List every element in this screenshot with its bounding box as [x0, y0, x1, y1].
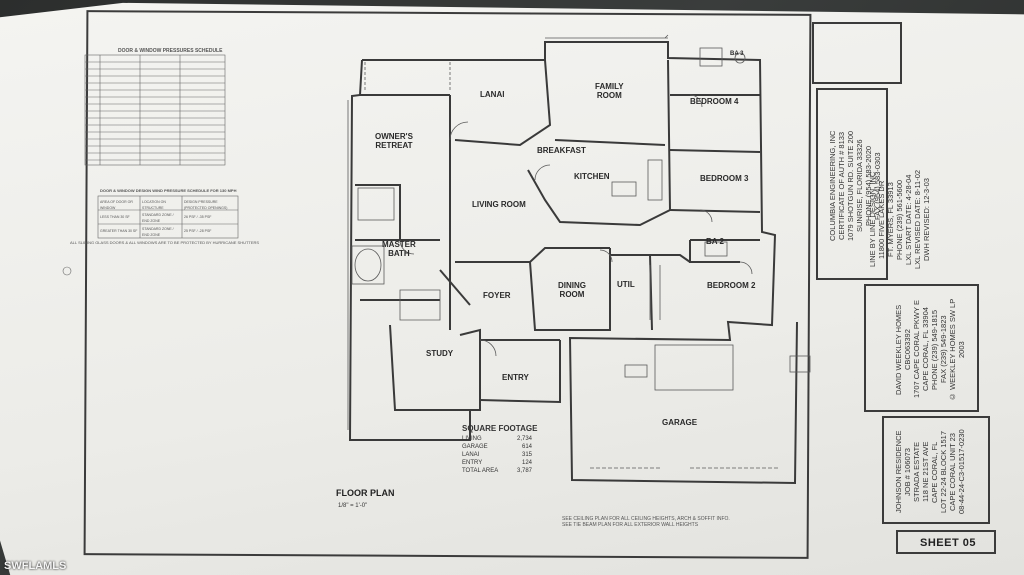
design-cell-2-2: 25 PSF / -28 PSF [184, 229, 212, 233]
sqft-label: LANAI [462, 452, 480, 458]
sqft-value: 614 [521, 444, 532, 450]
sqft-row: TOTAL AREA 3,787 [462, 467, 532, 475]
hurricane-shutter-note: ALL SLIDING GLASS DOORS & ALL WINDOWS AR… [70, 240, 260, 245]
designer-box: LINE BY LINE DESIGN, INC 11800 FIVE LAKE… [868, 162, 931, 282]
room-master-bath: MASTER BATH [382, 240, 416, 258]
engineer-box: COLUMBIA ENGINEERING, INC CERTIFICATE OF… [816, 88, 888, 280]
room-family: FAMILY ROOM [595, 82, 624, 100]
title-block: COLUMBIA ENGINEERING, INC CERTIFICATE OF… [812, 22, 997, 557]
design-cell-1-2: 26 PSF / -35 PSF [184, 215, 212, 219]
client-box: JOHNSON RESIDENCE JOB # 106073 STRADA ES… [882, 416, 990, 524]
design-cell-2-0: GREATER THAN 30 SF [100, 229, 138, 233]
sqft-label: GARAGE [462, 444, 488, 450]
builder-box: DAVID WEEKLEY HOMES CBC063392 1707 CAPE … [864, 284, 979, 412]
square-footage-table: SQUARE FOOTAGE LIVING 2,734 GARAGE 614 LAN… [462, 424, 537, 475]
room-breakfast: BREAKFAST [537, 146, 586, 155]
room-bedroom-3: BEDROOM 3 [700, 174, 749, 183]
sqft-value: 3,787 [516, 468, 532, 474]
sqft-row: ENTRY 124 [462, 459, 532, 467]
room-entry: ENTRY [502, 373, 529, 382]
client-info: JOHNSON RESIDENCE JOB # 106073 STRADA ES… [894, 429, 966, 515]
designer-info: LINE BY LINE DESIGN, INC 11800 FIVE LAKE… [868, 169, 931, 270]
sheet-box: SHEET 05 [896, 530, 996, 554]
ceiling-note: SEE CEILING PLAN FOR ALL CEILING HEIGHTS… [562, 516, 730, 528]
sqft-row: GARAGE 614 [462, 443, 532, 451]
plan-scale: 1/8" = 1'-0" [338, 503, 368, 509]
room-lanai: LANAI [480, 90, 505, 99]
room-study: STUDY [426, 349, 454, 358]
logo-box [812, 22, 902, 84]
room-bedroom-4: BEDROOM 4 [690, 97, 739, 106]
room-kitchen: KITCHEN [574, 172, 610, 181]
design-cell-1-1: STANDARD ZONE / END ZONE [142, 213, 174, 223]
design-cell-1-0: LESS THAN 30 SF [100, 215, 130, 219]
room-ba-2: BA 2 [706, 237, 724, 246]
design-cell-0-0: AREA OF DOOR OR WINDOW [100, 200, 133, 210]
builder-info: DAVID WEEKLEY HOMES CBC063392 1707 CAPE … [894, 298, 966, 401]
sqft-row: LIVING 2,734 [462, 435, 532, 443]
design-cell-0-1: LOCATION ON STRUCTURE [142, 200, 166, 210]
design-schedule-title: DOOR & WINDOW DESIGN WIND PRESSURE SCHED… [100, 188, 237, 193]
sqft-label: LIVING [462, 436, 482, 442]
room-bedroom-2: BEDROOM 2 [707, 281, 756, 290]
schedule-title: DOOR & WINDOW PRESSURES SCHEDULE [118, 48, 223, 54]
sqft-label: ENTRY [462, 460, 483, 466]
sqft-label: TOTAL AREA [462, 468, 499, 474]
sqft-value: 315 [521, 452, 532, 458]
room-owners-retreat: OWNER'S RETREAT [375, 132, 413, 150]
sqft-value: 124 [521, 460, 532, 466]
room-garage: GARAGE [662, 418, 698, 427]
room-dining: DINING ROOM [558, 281, 586, 299]
design-cell-0-2: DESIGN PRESSURE (PROTECTED OPENINGS) [184, 200, 228, 210]
sheet-number: SHEET 05 [920, 537, 976, 549]
room-foyer: FOYER [483, 291, 511, 300]
room-living: LIVING ROOM [472, 200, 526, 209]
sqft-value: 2,734 [516, 436, 532, 442]
room-util: UTIL [617, 280, 635, 289]
design-cell-2-1: STANDARD ZONE / END ZONE [142, 227, 174, 237]
sqft-row: LANAI 315 [462, 451, 532, 459]
square-footage-heading: SQUARE FOOTAGE [462, 424, 538, 433]
plan-title: FLOOR PLAN [336, 488, 395, 498]
room-ba-3: BA 3 [730, 51, 744, 57]
mls-watermark: SWFLAMLS [4, 560, 67, 572]
